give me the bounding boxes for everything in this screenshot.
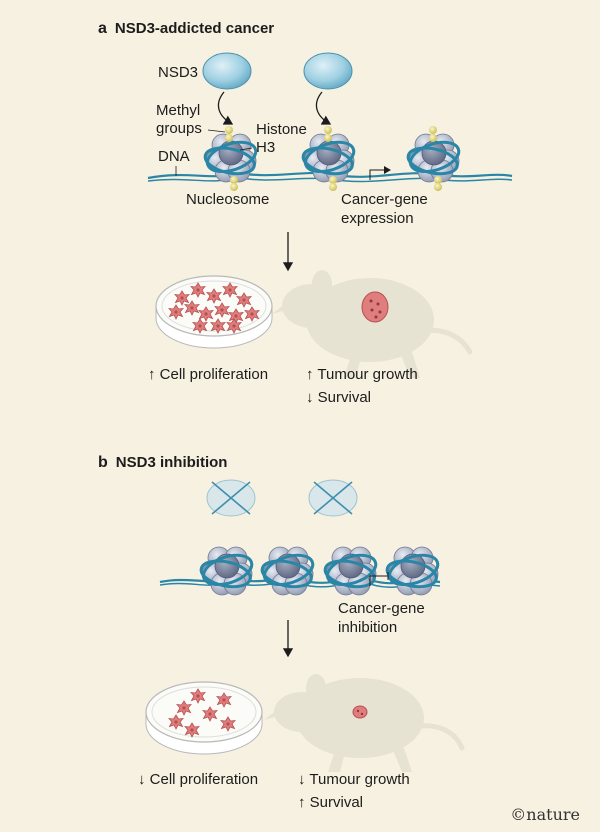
inhibition-label-line2: inhibition	[338, 619, 398, 636]
survival-outcome: ↓ Survival	[306, 389, 372, 406]
methylation-arrow	[217, 91, 234, 125]
histone-leader-line	[239, 147, 253, 151]
nucleosome-icon	[197, 545, 257, 597]
methylation-arrow	[315, 91, 332, 125]
expression-label-line2: expression	[341, 210, 414, 227]
methyl-label-line1: Methyl	[156, 102, 201, 119]
blocked-transcription-icon	[369, 572, 389, 586]
nucleosome-label: Nucleosome	[186, 191, 270, 208]
mouse-icon	[272, 270, 473, 378]
mouse-icon	[264, 674, 465, 772]
nsd3-label: NSD3	[158, 64, 199, 81]
tumour-icon	[352, 705, 368, 719]
methyl-label-line2: groups	[156, 120, 202, 137]
panel-a-title-text: NSD3-addicted cancer	[114, 20, 275, 37]
histone-label-line2: H3	[256, 139, 276, 156]
panel-b-letter: b	[98, 454, 108, 471]
panel-a-letter: a	[98, 20, 107, 37]
nsd3-protein-icon	[303, 52, 353, 90]
nsd3-protein-icon	[202, 52, 252, 90]
expression-label-line1: Cancer-gene	[341, 191, 428, 208]
survival-outcome: ↑ Survival	[298, 794, 364, 811]
petri-dish-icon	[155, 275, 273, 349]
histone-label-line1: Histone	[256, 121, 307, 138]
cell-proliferation-outcome: ↓ Cell proliferation	[138, 771, 259, 788]
petri-dish-icon	[145, 681, 263, 755]
panel-a-diagram	[147, 52, 513, 378]
dna-label: DNA	[158, 148, 190, 165]
tumour-growth-outcome: ↓ Tumour growth	[298, 771, 410, 788]
nucleosome-icon	[321, 545, 381, 597]
transcription-arrow	[369, 166, 391, 180]
cell-proliferation-outcome: ↑ Cell proliferation	[148, 366, 269, 383]
methyl-group-icon	[225, 126, 442, 191]
nucleosome-icon	[258, 545, 318, 597]
panel-b-title-text: NSD3 inhibition	[115, 454, 228, 471]
tumour-growth-outcome: ↑ Tumour growth	[306, 366, 418, 383]
panel-b-diagram	[145, 479, 465, 772]
inhibition-label-line1: Cancer-gene	[338, 600, 425, 617]
tumour-icon	[361, 291, 389, 323]
methyl-leader-line	[207, 129, 226, 133]
nature-credit-logo: ©nature	[510, 805, 580, 824]
panel-b-title: b NSD3 inhibition	[98, 454, 227, 472]
panel-a-title: a NSD3-addicted cancer	[98, 20, 274, 38]
